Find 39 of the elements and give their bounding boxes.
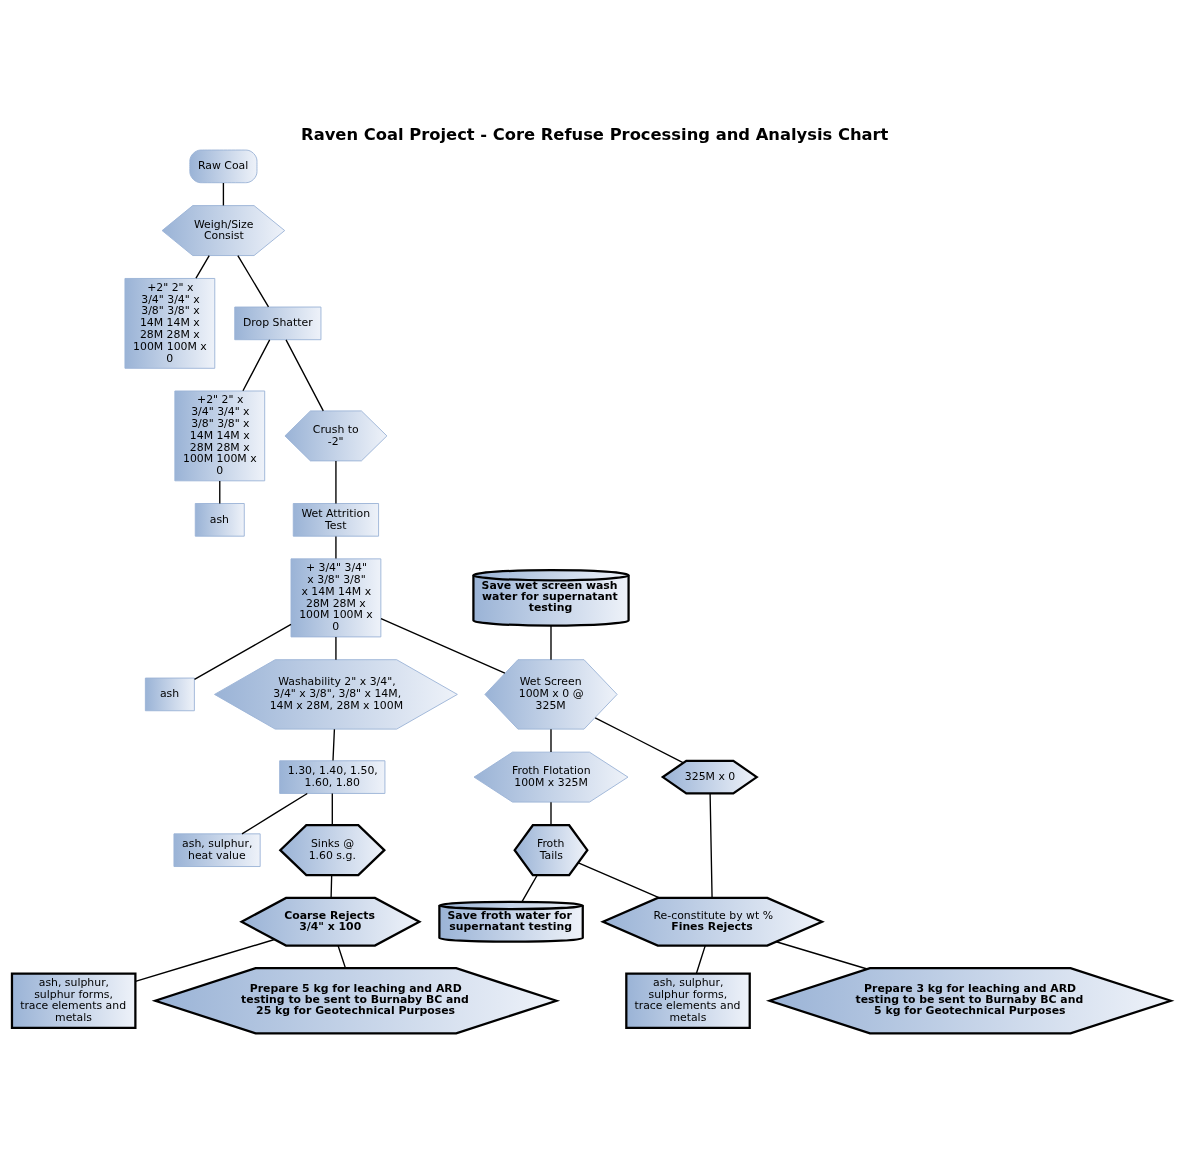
connector bbox=[521, 874, 538, 902]
connector bbox=[222, 181, 225, 206]
connector bbox=[775, 940, 868, 970]
node-box: Wet Attrition Test bbox=[292, 502, 380, 537]
connector bbox=[242, 338, 271, 391]
connector bbox=[695, 944, 706, 974]
node-box: Drop Shatter bbox=[234, 306, 322, 340]
connector bbox=[195, 254, 210, 279]
connector bbox=[709, 792, 713, 899]
connector bbox=[285, 338, 324, 412]
node-box: Raw Coal bbox=[189, 149, 258, 183]
node-box: 1.30, 1.40, 1.50, 1.60, 1.80 bbox=[279, 759, 386, 794]
node-box: + 3/4" 3/4" x 3/8" 3/8" x 14M 14M x 28M 28M x 100M 100M x 0 bbox=[290, 557, 382, 637]
connector bbox=[550, 624, 552, 660]
node-box: +2" 2" x 3/4" 3/4" x 3/8" 3/8" x 14M 14M x 28M 28M x 100M 100M x 0 bbox=[174, 390, 266, 481]
connector bbox=[330, 874, 333, 899]
node-box: ash bbox=[194, 502, 245, 537]
connector bbox=[335, 459, 337, 504]
connector bbox=[550, 728, 552, 753]
connector bbox=[335, 635, 337, 660]
node-box: ash, sulphur, heat value bbox=[173, 832, 261, 867]
connector bbox=[550, 800, 552, 826]
connector bbox=[219, 479, 221, 504]
connector bbox=[577, 861, 661, 899]
connector bbox=[331, 792, 333, 826]
connector bbox=[380, 617, 506, 674]
node-box: ash, sulphur, sulphur forms, trace elements and metals bbox=[10, 971, 137, 1029]
connector bbox=[332, 728, 336, 761]
connector bbox=[594, 716, 685, 763]
node-box: ash bbox=[144, 677, 195, 711]
connector bbox=[335, 535, 337, 559]
connector bbox=[193, 623, 292, 680]
connector bbox=[134, 938, 276, 982]
connector bbox=[337, 944, 347, 969]
connector bbox=[241, 792, 308, 835]
connector bbox=[237, 254, 270, 307]
diagram-title: Raven Coal Project - Core Refuse Processing and Analysis Chart bbox=[301, 124, 889, 144]
node-box: ash, sulphur, sulphur forms, trace elements and metals bbox=[625, 971, 751, 1029]
node-box: +2" 2" x 3/4" 3/4" x 3/8" 3/8" x 14M 14M x 28M 28M x 100M 100M x 0 bbox=[124, 277, 216, 369]
